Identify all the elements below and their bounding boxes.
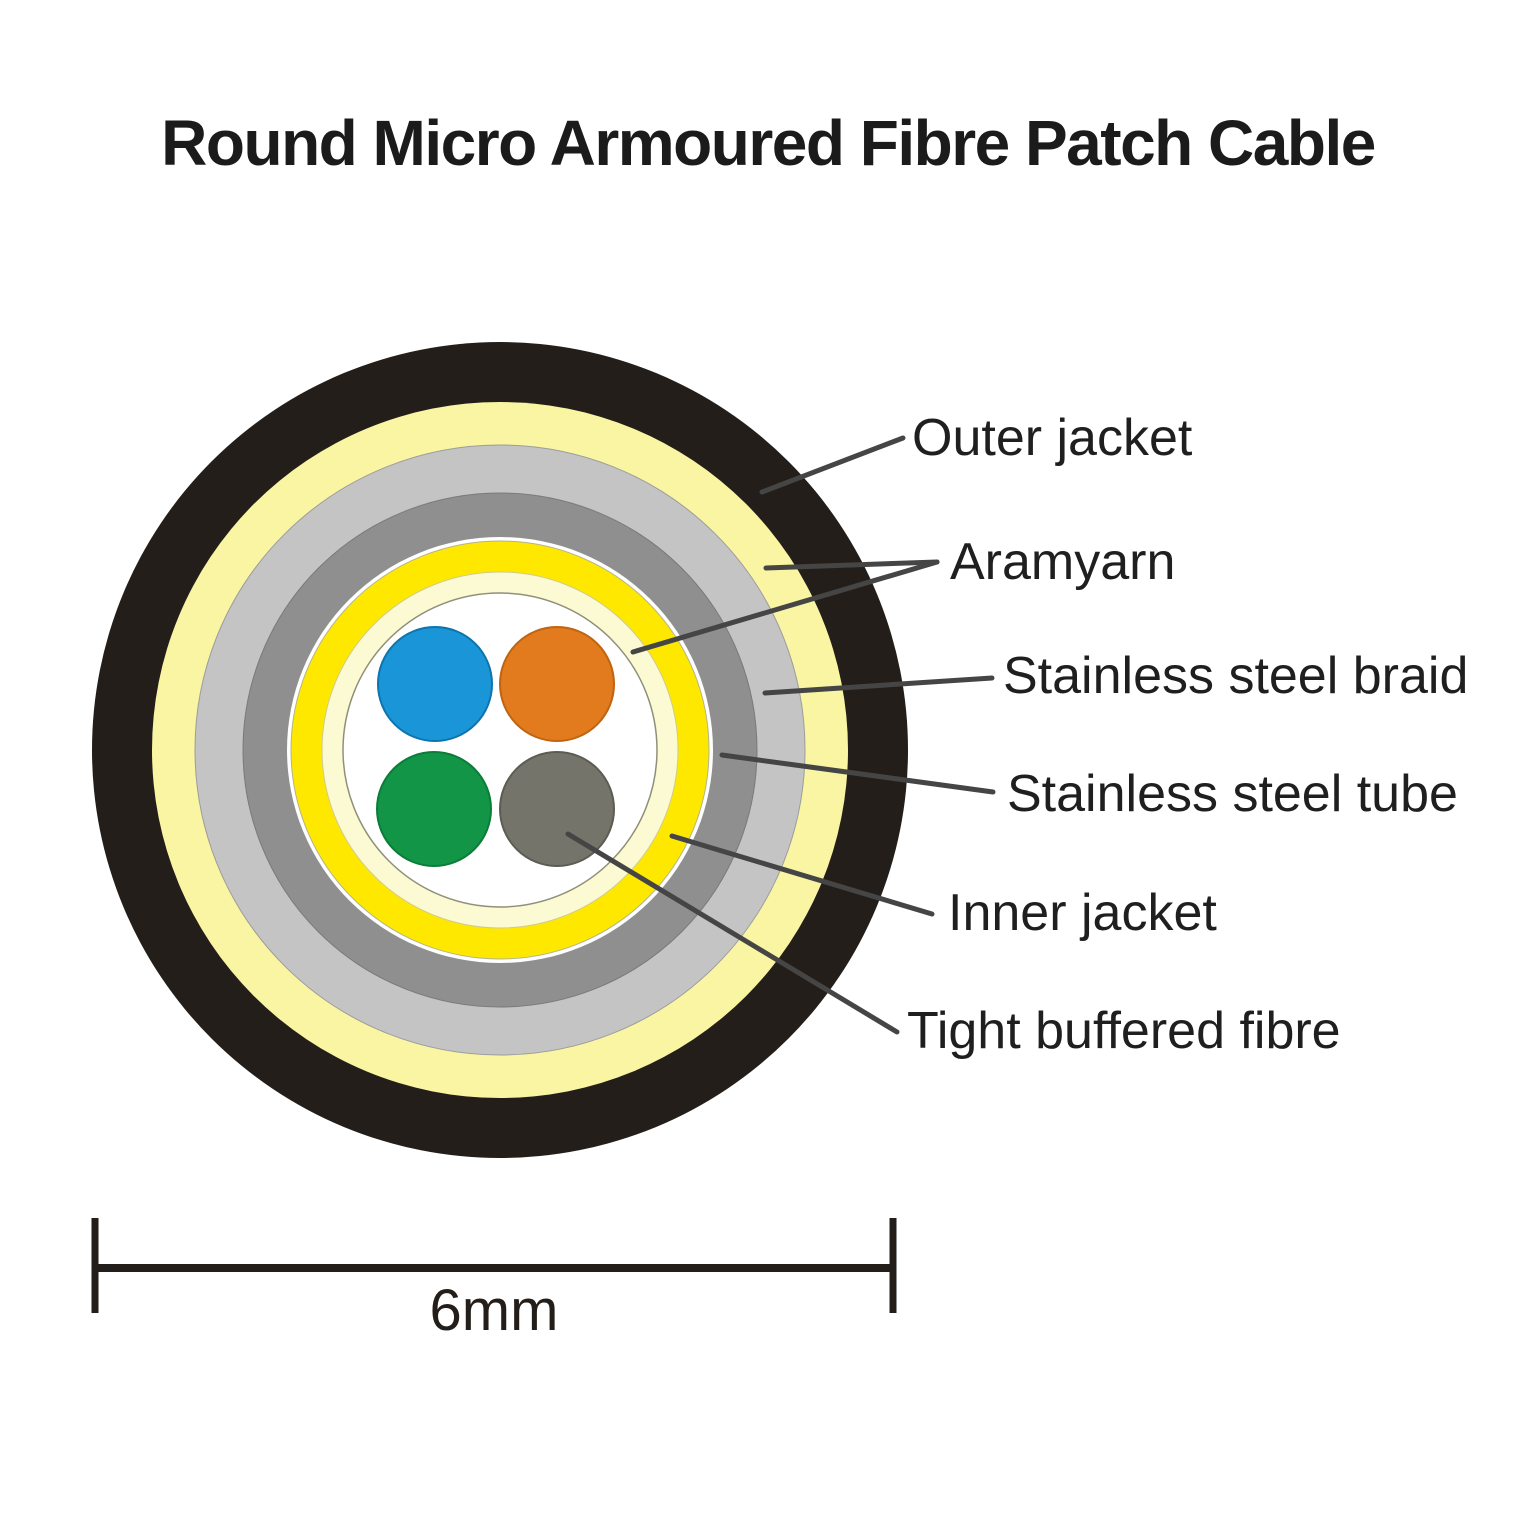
fibre-green [376, 751, 492, 867]
label-stainless-steel-braid: Stainless steel braid [1003, 647, 1468, 705]
fibre-olive [499, 751, 615, 867]
leader-line-inner-jacket [669, 833, 935, 917]
leader-lines [565, 435, 996, 1035]
cable-layer-rings [92, 342, 908, 1158]
leader-line-aramyarn [763, 559, 940, 571]
leader-line-outer-jacket [759, 435, 906, 495]
leader-line-stainless-steel-braid [762, 675, 995, 696]
fibre-blue [377, 626, 493, 742]
leader-line-stainless-steel-tube [719, 752, 996, 795]
leader-line-tight-buffered-fibre [565, 831, 900, 1035]
fibre-circles [376, 626, 615, 867]
diagram-title: Round Micro Armoured Fibre Patch Cable [161, 107, 1376, 179]
label-inner-jacket: Inner jacket [948, 884, 1217, 942]
label-outer-jacket: Outer jacket [912, 409, 1193, 467]
leader-line-aramyarn [630, 559, 940, 655]
dimension-label: 6mm [430, 1278, 559, 1343]
label-stainless-steel-tube: Stainless steel tube [1007, 765, 1458, 823]
label-aramyarn: Aramyarn [950, 533, 1175, 591]
label-tight-buffered-fibre: Tight buffered fibre [907, 1002, 1341, 1060]
dimension-callout: 6mm [91, 1218, 897, 1343]
fibre-orange [499, 626, 615, 742]
